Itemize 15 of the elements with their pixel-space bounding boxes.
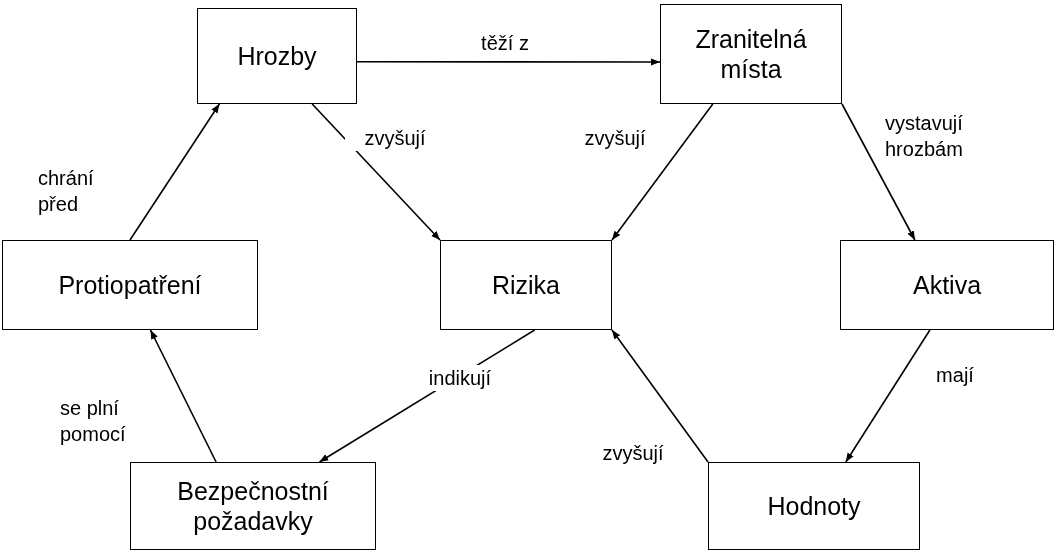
process-box: Hodnoty (708, 462, 920, 550)
process-box: Aktiva (840, 240, 1054, 330)
process-box: Zranitelná místa (660, 4, 842, 104)
process-box: Protiopatření (2, 240, 258, 330)
arrow (311, 103, 441, 241)
arrow (149, 329, 217, 463)
arrow (845, 329, 931, 463)
arrow (356, 58, 661, 66)
process-box: Hrozby (197, 8, 357, 104)
arrow (841, 103, 916, 241)
process-box: Rizika (440, 240, 612, 330)
process-box: Bezpečnostní požadavky (130, 462, 376, 550)
arrow (129, 103, 221, 241)
arrow (611, 103, 714, 241)
arrow (611, 329, 709, 463)
